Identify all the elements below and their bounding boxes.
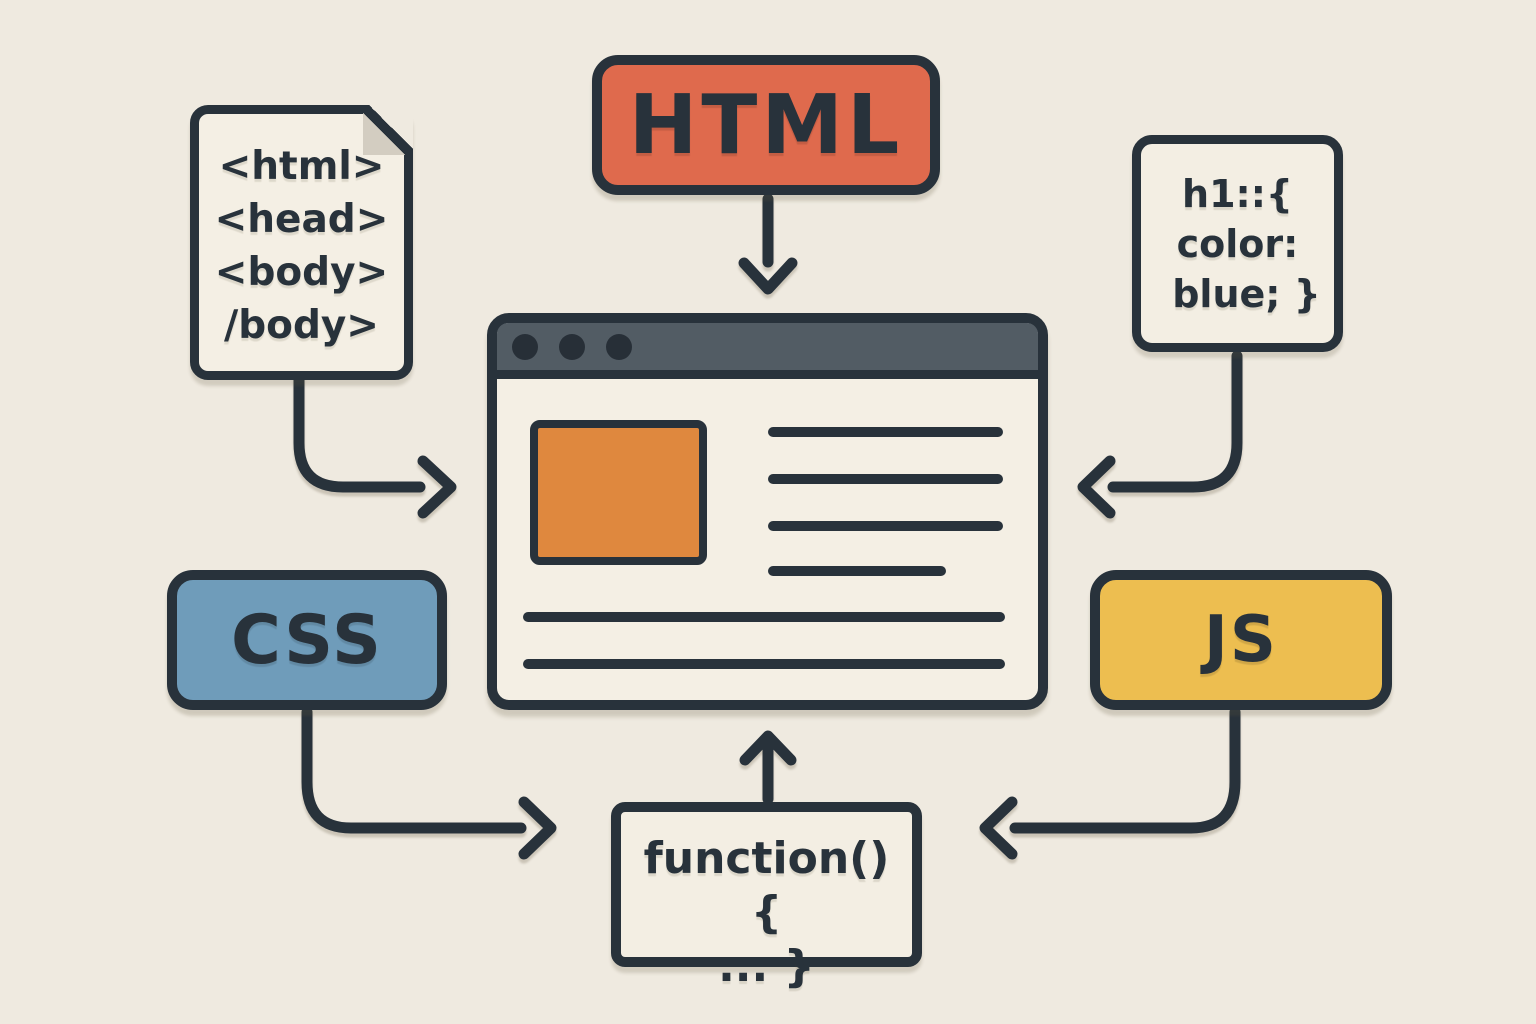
text-line-placeholder bbox=[768, 427, 1003, 437]
function-code-line: function() { bbox=[643, 833, 890, 938]
function-code-line: ... } bbox=[718, 941, 815, 992]
hero-image-block bbox=[530, 420, 707, 565]
window-dot-icon bbox=[606, 333, 632, 360]
browser-window bbox=[487, 313, 1048, 710]
js-badge: JS bbox=[1090, 570, 1392, 710]
css-badge-label: CSS bbox=[230, 600, 384, 680]
text-line-placeholder bbox=[523, 612, 1005, 622]
css-rule-line: color: bbox=[1176, 222, 1299, 266]
arrow-js-to-function bbox=[979, 706, 1241, 860]
arrow-css-to-function bbox=[301, 706, 557, 860]
browser-titlebar bbox=[497, 323, 1038, 379]
html-document-code: <html> <head> <body> /body> bbox=[199, 114, 404, 371]
window-dot-icon bbox=[559, 333, 585, 360]
html-document-card: <html> <head> <body> /body> bbox=[190, 105, 413, 380]
doc-code-line: <html> bbox=[218, 144, 385, 189]
page-fold-icon bbox=[363, 105, 413, 155]
text-line-placeholder bbox=[523, 659, 1005, 669]
function-card: function() { ... } bbox=[611, 802, 922, 992]
arrow-doc-to-browser bbox=[293, 368, 457, 519]
doc-code-line: <head> bbox=[214, 197, 389, 242]
arrow-css-rule-to-browser bbox=[1077, 350, 1243, 519]
html-badge: HTML bbox=[592, 55, 940, 195]
text-line-placeholder bbox=[768, 566, 946, 576]
js-badge-label: JS bbox=[1204, 603, 1278, 677]
arrow-function-to-browser bbox=[739, 730, 797, 805]
window-dot-icon bbox=[512, 333, 538, 360]
css-rule-card: h1::{ color: blue; } bbox=[1132, 135, 1343, 352]
doc-code-line: /body> bbox=[224, 303, 379, 348]
html-badge-label: HTML bbox=[628, 77, 904, 173]
arrow-html-to-browser bbox=[738, 193, 798, 295]
doc-code-line: <body> bbox=[214, 250, 389, 295]
text-line-placeholder bbox=[768, 521, 1003, 531]
css-rule-line: blue; } bbox=[1172, 272, 1321, 316]
css-rule-line: h1::{ bbox=[1182, 172, 1293, 216]
css-badge: CSS bbox=[167, 570, 447, 710]
text-line-placeholder bbox=[768, 474, 1003, 484]
